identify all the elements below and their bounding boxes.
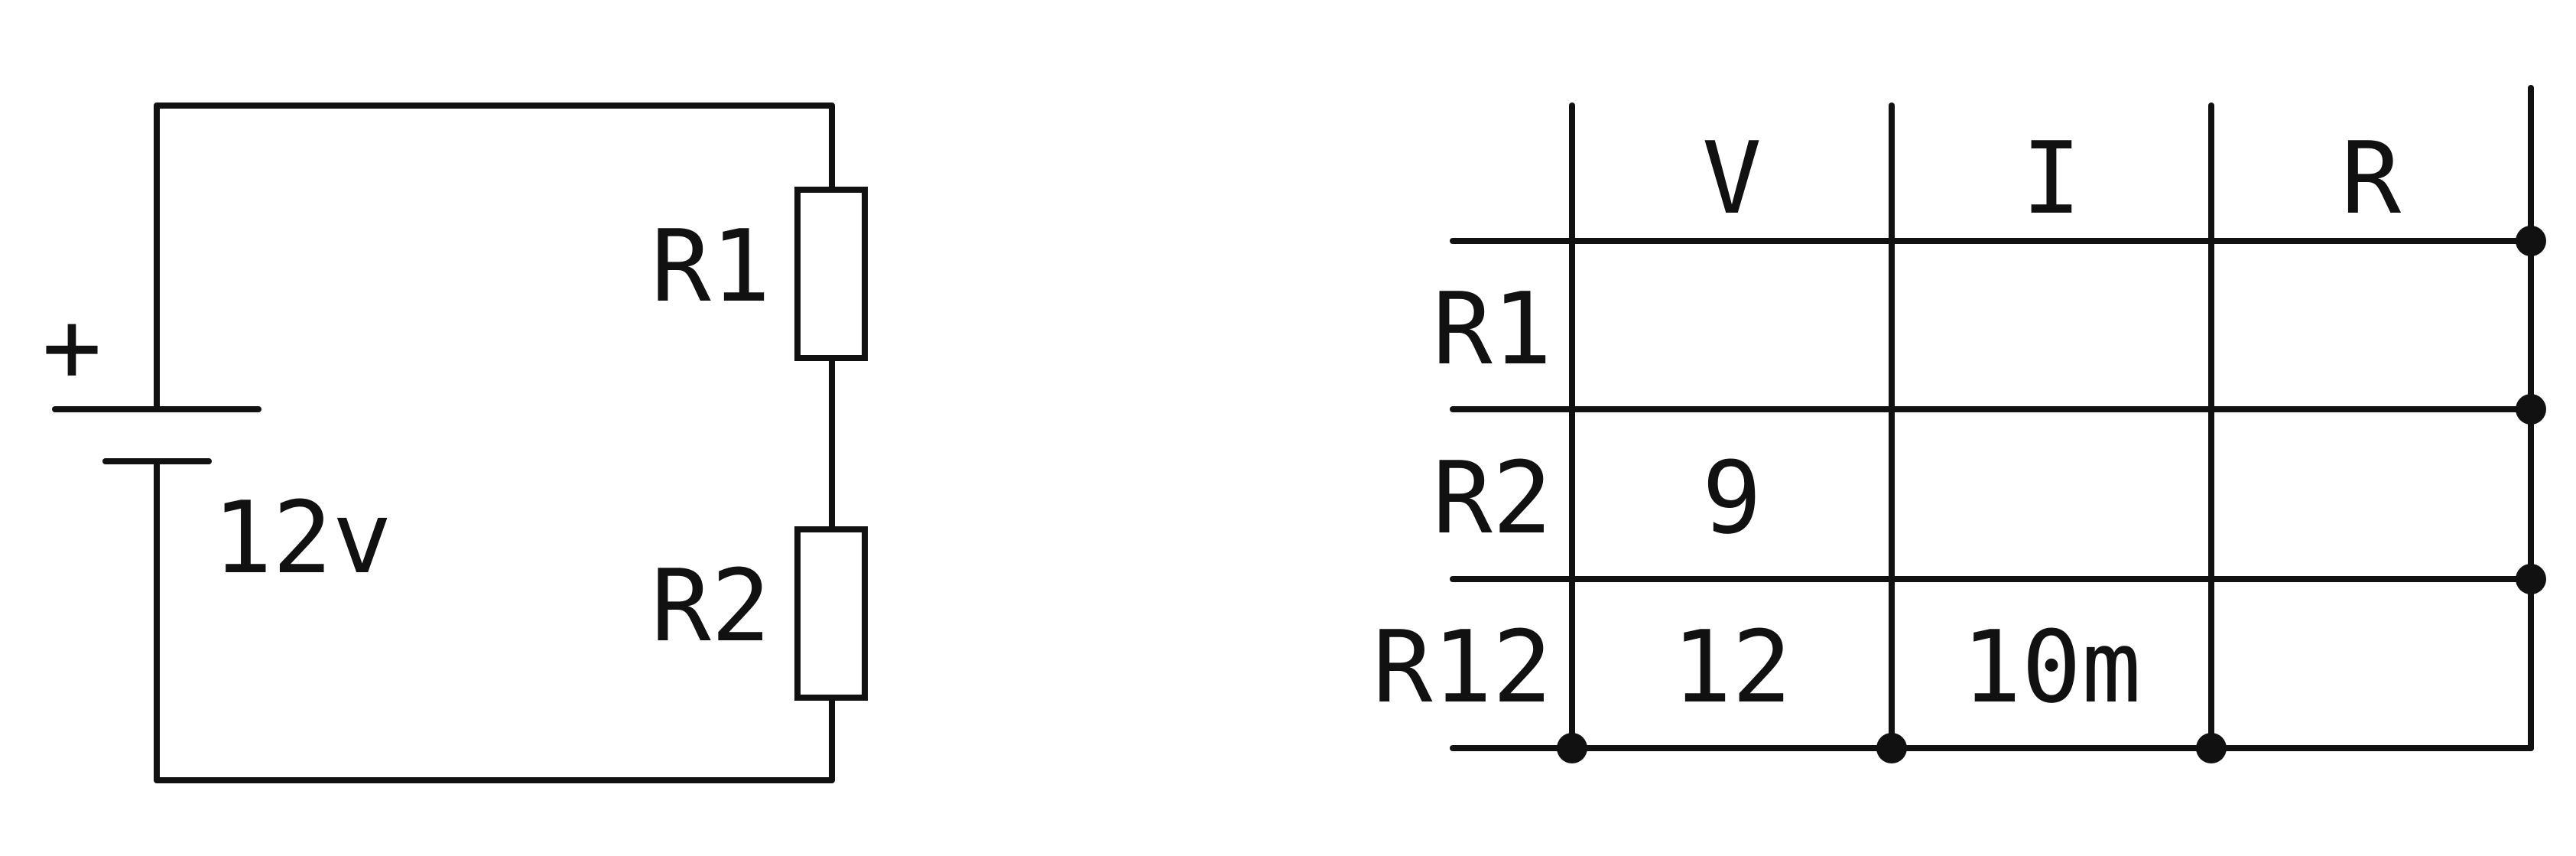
wire-top [154, 103, 835, 412]
circuit-schematic: + 12v R1 R2 [42, 103, 868, 783]
junction-dot [2516, 226, 2546, 256]
junction-dot [1876, 733, 1907, 763]
battery-voltage-label: 12v [213, 480, 392, 596]
table-cell: 9 [1702, 440, 1762, 556]
resistor-r2-label: R2 [651, 548, 771, 664]
wire-bottom [154, 458, 835, 783]
column-header-v: V [1702, 120, 1762, 236]
resistor-r1-label: R1 [651, 208, 771, 324]
resistor-r2 [794, 526, 868, 701]
junction-dot [1557, 733, 1587, 763]
table-cell: 12 [1672, 609, 1792, 725]
resistor-r1 [794, 187, 868, 361]
battery-symbol [52, 406, 261, 464]
battery-polarity-mark: + [42, 288, 102, 405]
column-header-i: I [2022, 120, 2081, 236]
row-label-r1: R1 [1432, 271, 1552, 387]
junction-dot [2516, 564, 2546, 594]
vir-table: V I R R1 R2 R12 9 12 10m [1372, 85, 2546, 763]
table-cell: 10m [1962, 609, 2142, 725]
junction-dot [2196, 733, 2227, 763]
row-label-r12: R12 [1372, 609, 1552, 725]
row-label-r2: R2 [1432, 440, 1552, 556]
junction-dot [2516, 394, 2546, 425]
column-header-r: R [2341, 120, 2402, 236]
